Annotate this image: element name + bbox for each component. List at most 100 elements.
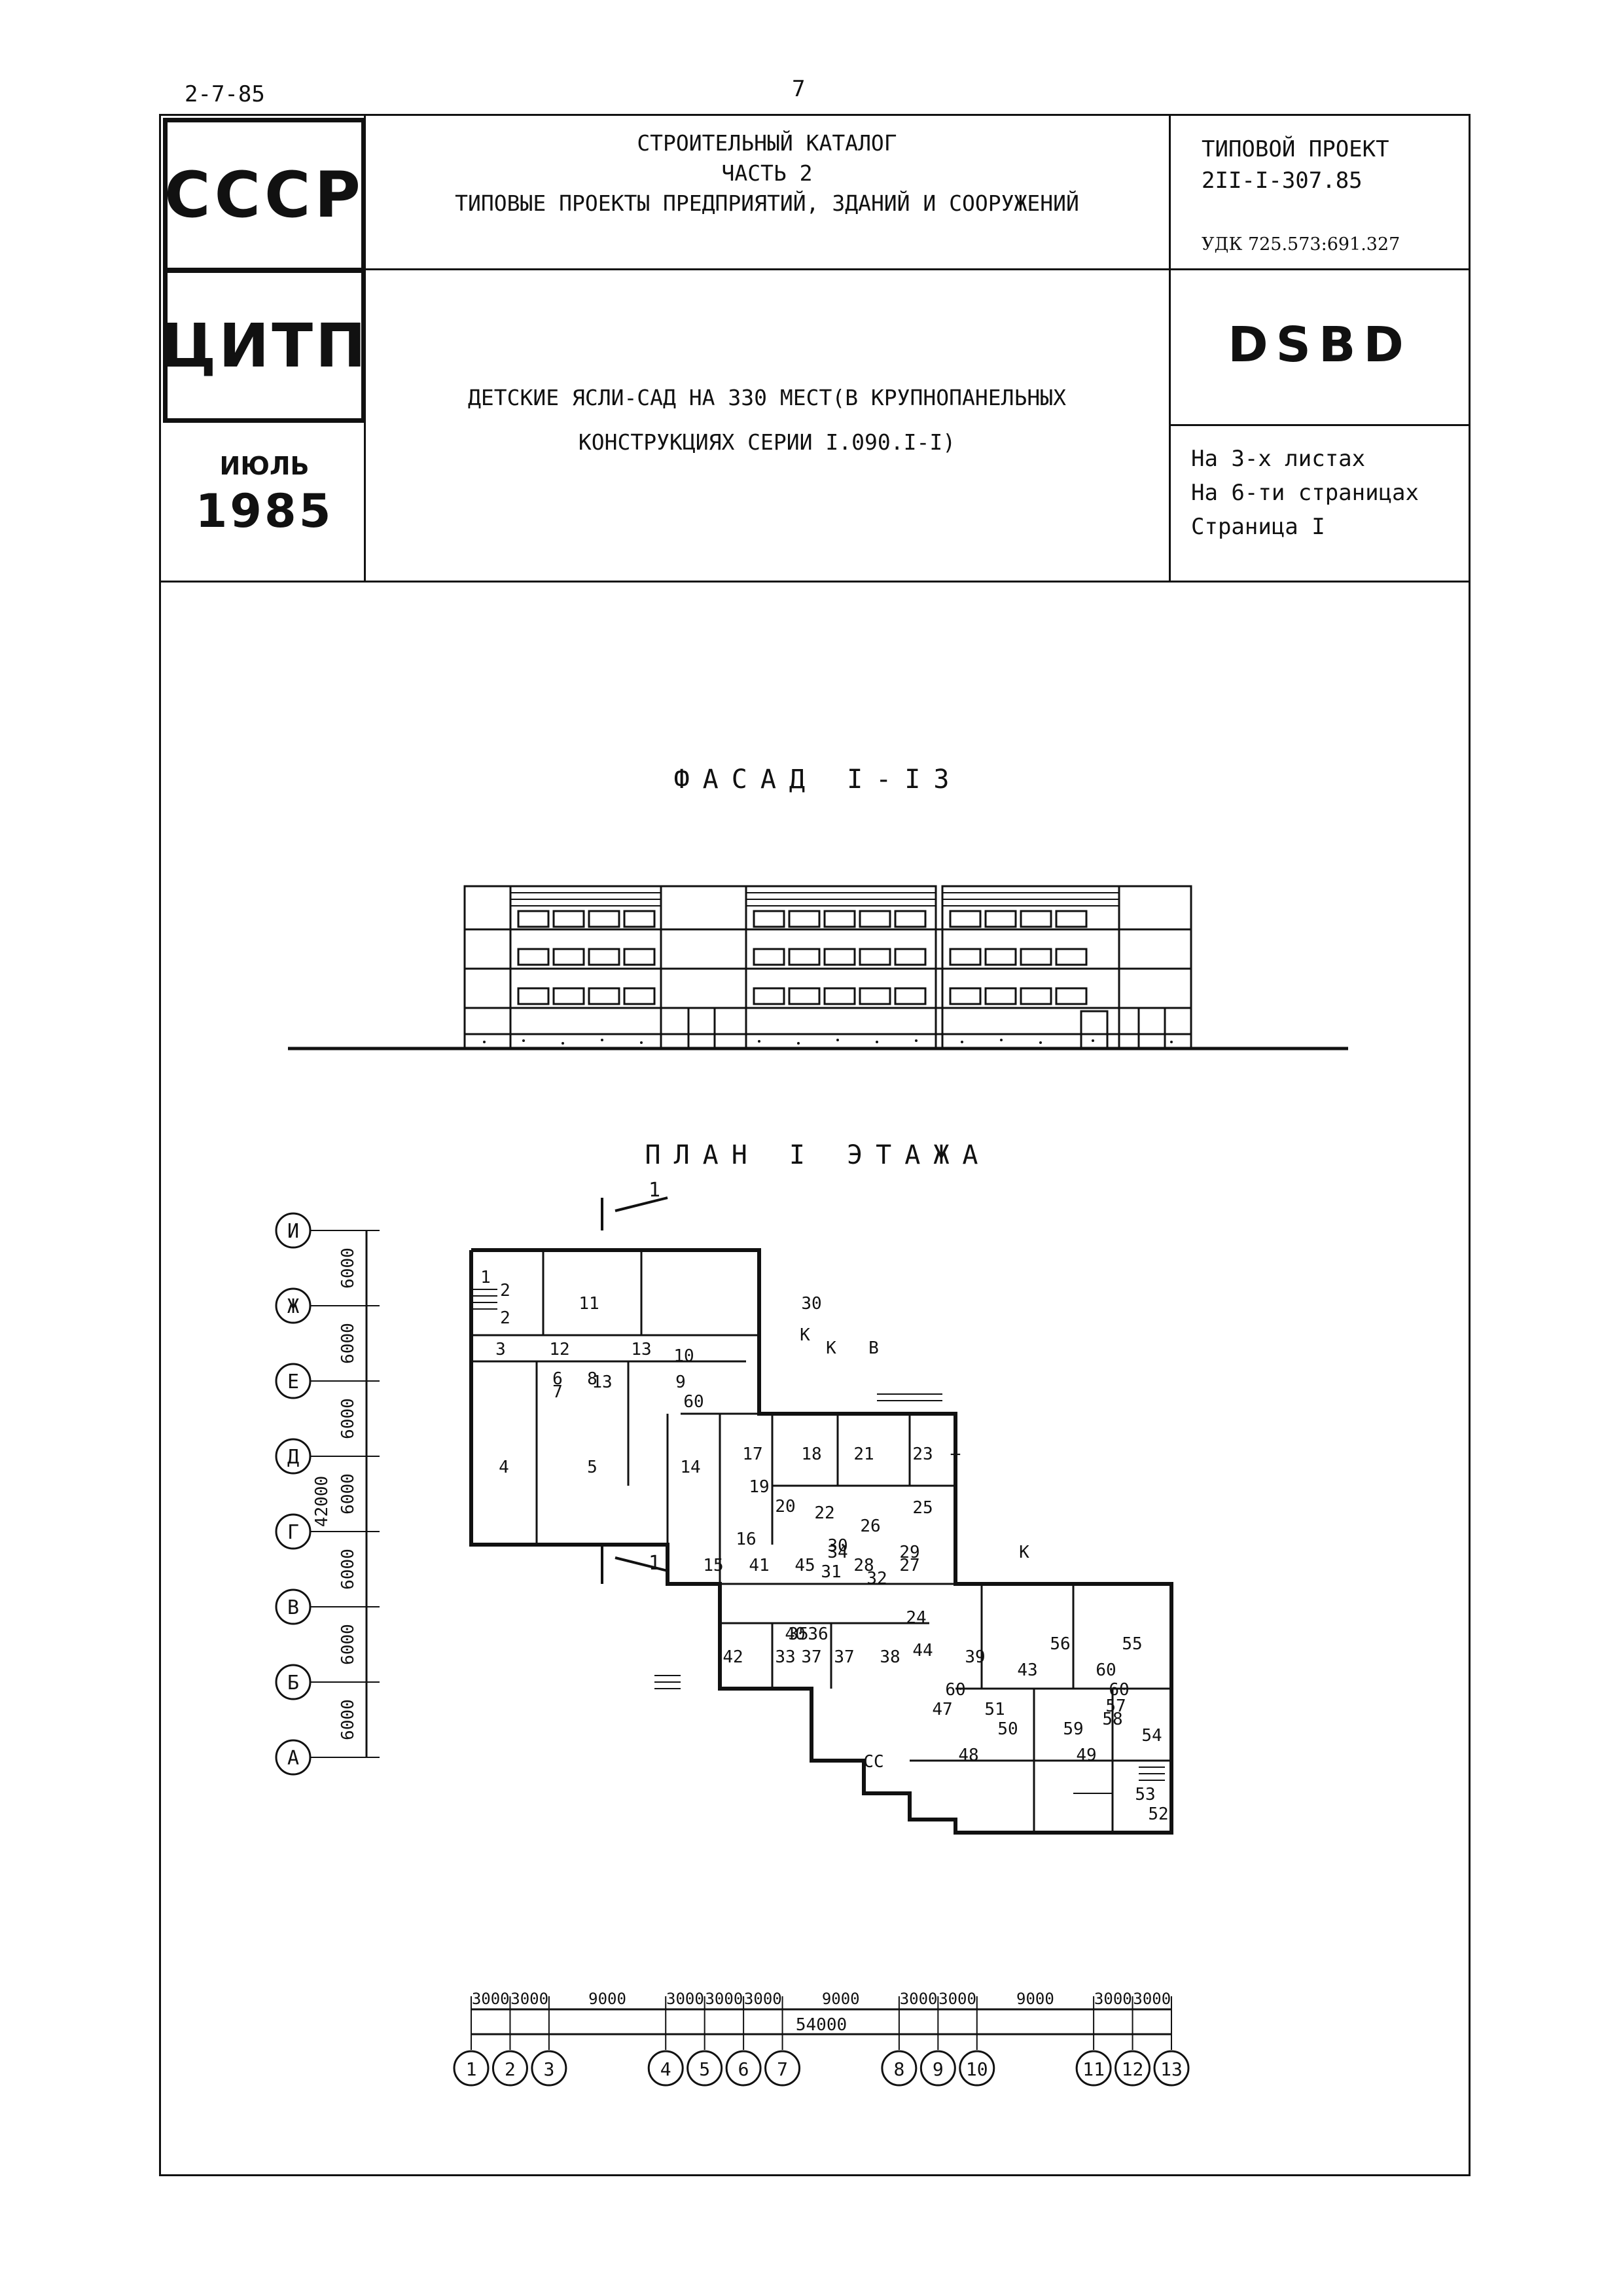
sheets-info: На 3-х листах На 6-ти страницах Страница… — [1191, 442, 1419, 544]
row-dimension: 6000 — [338, 1473, 358, 1515]
plan-marker: СС — [863, 1752, 883, 1772]
document-code: 2-7-85 — [185, 81, 265, 107]
room-label: 43 — [1017, 1660, 1037, 1680]
catalog-header: СТРОИТЕЛЬНЫЙ КАТАЛОГ ЧАСТЬ 2 ТИПОВЫЕ ПРО… — [366, 128, 1168, 219]
room-label: 39 — [965, 1647, 985, 1667]
page-frame — [159, 114, 1471, 2174]
room-label: 34 — [827, 1543, 847, 1562]
facade-caption: ФАСАД I-I3 — [673, 764, 963, 795]
room-label: 20 — [775, 1497, 795, 1516]
room-label: 56 — [1050, 1634, 1070, 1654]
row-total-dimension: 42000 — [312, 1476, 332, 1527]
interior-walls — [471, 1250, 1171, 1833]
room-label: 10 — [673, 1346, 694, 1366]
facade-stair-block-2 — [1118, 885, 1192, 1050]
column-axis-bubble — [453, 2050, 490, 2087]
row-axis-label: Г — [287, 1521, 299, 1544]
column-axis-label: 3 — [543, 2058, 554, 2080]
column-axis-label: 2 — [505, 2058, 516, 2080]
column-axis-label: 12 — [1122, 2058, 1144, 2080]
date-year: 1985 — [195, 484, 334, 538]
room-label: 36 — [808, 1624, 828, 1644]
column-axis-label: 13 — [1160, 2058, 1183, 2080]
project-code: DSBD — [1228, 317, 1412, 373]
column-axis-bubble — [881, 2050, 918, 2087]
room-label: 53 — [1135, 1785, 1155, 1804]
column-axis-label: 8 — [893, 2058, 904, 2080]
udk-code: УДК 725.573:691.327 — [1202, 234, 1400, 255]
pages-count: На 6-ти страницах — [1191, 480, 1419, 506]
column-axis-bubble — [764, 2050, 801, 2087]
room-label: 15 — [703, 1556, 723, 1575]
row-dimension: 6000 — [338, 1323, 358, 1364]
room-label: 1 — [480, 1268, 491, 1287]
date-block: ИЮЛЬ 1985 — [163, 452, 366, 538]
section-mark-label-top: 1 — [649, 1179, 660, 1202]
column-dimension: 9000 — [822, 1990, 860, 2008]
date-month: ИЮЛЬ — [219, 452, 310, 480]
room-label: 19 — [749, 1477, 769, 1497]
room-label: 42 — [722, 1647, 743, 1667]
column-axis-label: 9 — [933, 2058, 944, 2080]
column-dimension: 9000 — [1016, 1990, 1054, 2008]
bottom-rule — [159, 2174, 1471, 2176]
room-label: 9 — [675, 1372, 686, 1392]
room-label: 37 — [801, 1647, 821, 1667]
room-label: 41 — [749, 1556, 769, 1575]
column-axis-label: 4 — [660, 2058, 671, 2080]
plan-marker: К — [800, 1325, 810, 1345]
column-dimension: 3000 — [1133, 1990, 1171, 2008]
room-label: 54 — [1141, 1726, 1162, 1746]
row-dimension: 6000 — [338, 1549, 358, 1590]
room-label: 59 — [1063, 1719, 1083, 1739]
room-label: 23 — [912, 1444, 933, 1464]
row-axis-label: Д — [287, 1446, 299, 1469]
column-axis-bubble — [491, 2050, 528, 2087]
column-total-dimension: 54000 — [796, 2015, 847, 2035]
row-dimension: 6000 — [338, 1624, 358, 1665]
stairs — [471, 1289, 1165, 1794]
room-label: 24 — [906, 1608, 926, 1628]
room-label: 40 — [785, 1624, 805, 1644]
section-marks — [601, 1196, 668, 1584]
row-axis-label: Б — [287, 1672, 299, 1695]
room-label: 48 — [958, 1746, 978, 1765]
catalog-line-1: СТРОИТЕЛЬНЫЙ КАТАЛОГ — [637, 130, 897, 156]
citp-box: ЦИТП — [160, 268, 366, 423]
column-axis-bubble — [959, 2050, 995, 2087]
column-dimension: 3000 — [1094, 1990, 1132, 2008]
room-label: 60 — [1109, 1680, 1129, 1700]
page-index: Страница I — [1191, 514, 1325, 540]
room-label: 29 — [899, 1543, 919, 1562]
right-row-rule-1 — [1169, 268, 1471, 270]
row-dimension: 6000 — [338, 1247, 358, 1289]
header-bottom-rule — [159, 581, 1471, 583]
room-label: 60 — [945, 1680, 965, 1700]
page-number: 7 — [792, 76, 806, 102]
row-dimension: 6000 — [338, 1398, 358, 1439]
floor-plan: И6000Ж6000Е6000Д6000Г6000В6000Б6000А4200… — [275, 1179, 1190, 2087]
room-label: 11 — [579, 1294, 599, 1314]
plan-caption: ПЛАН I ЭТАЖА — [645, 1140, 991, 1170]
column-axis-bubble — [919, 2050, 956, 2087]
column-axis-bubble — [1075, 2050, 1112, 2087]
room-label: 38 — [880, 1647, 900, 1667]
room-label: 47 — [932, 1700, 952, 1719]
column-dimension: 9000 — [588, 1990, 626, 2008]
row-axis-label: И — [287, 1220, 299, 1243]
room-label: 14 — [680, 1458, 700, 1477]
room-label: 8 — [587, 1369, 597, 1389]
room-label: 27 — [899, 1556, 919, 1575]
room-label: 55 — [1122, 1634, 1142, 1654]
project-number: 2II-I-307.85 — [1202, 168, 1363, 194]
room-label: 32 — [866, 1569, 887, 1588]
row-axis-group: И6000Ж6000Е6000Д6000Г6000В6000Б6000А4200… — [275, 1212, 380, 1776]
column-axis-label: 1 — [466, 2058, 477, 2080]
room-label: 28 — [853, 1556, 874, 1575]
column-dimension: 3000 — [510, 1990, 548, 2008]
section-mark-label-bottom: 1 — [649, 1552, 660, 1575]
room-label: 57 — [1105, 1696, 1126, 1716]
room-label: 50 — [997, 1719, 1018, 1739]
